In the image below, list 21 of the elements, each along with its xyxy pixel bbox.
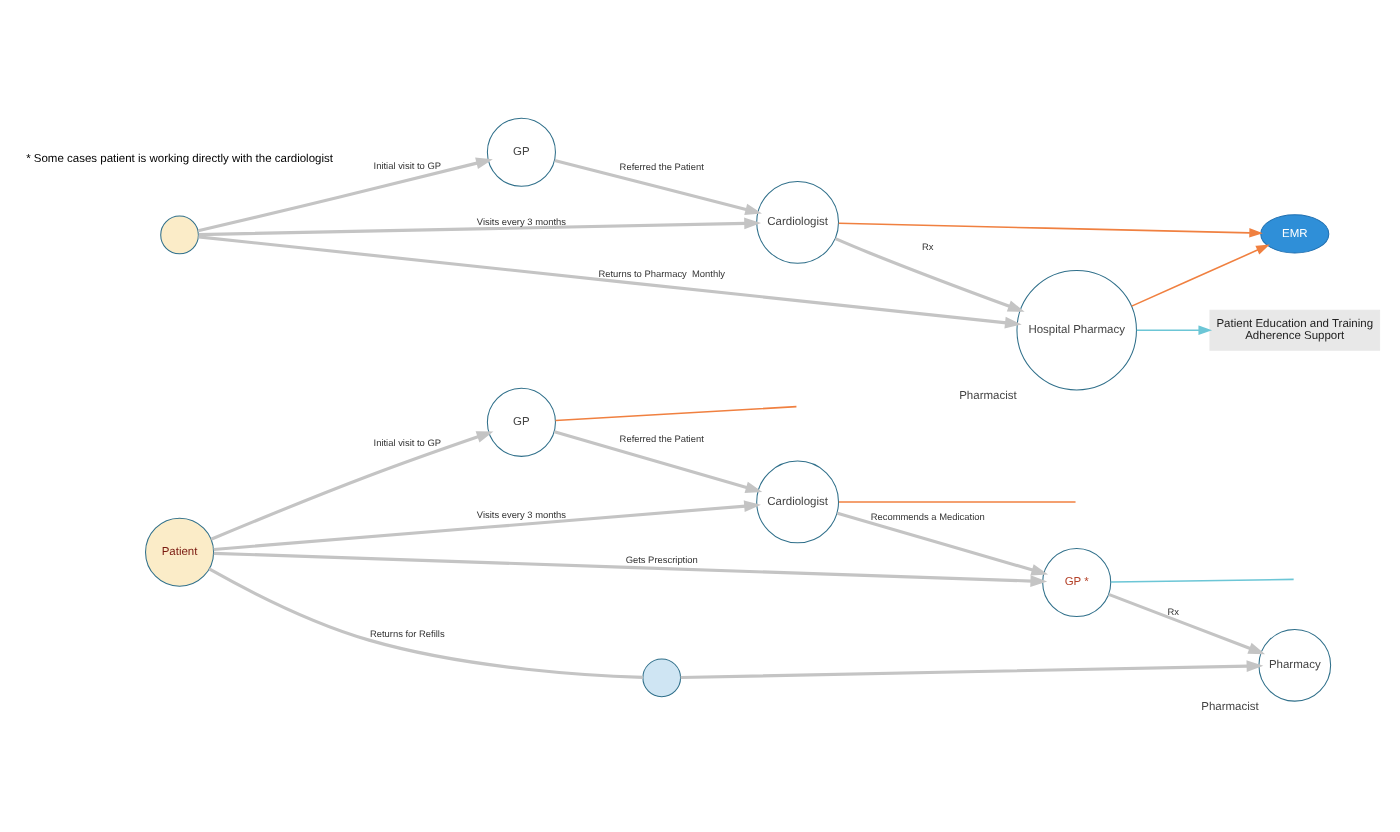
arrow — [210, 431, 494, 541]
connector — [1110, 578, 1295, 583]
node-circle — [642, 658, 682, 698]
arrow — [834, 237, 1025, 312]
connector — [554, 405, 798, 422]
arrow — [197, 157, 493, 233]
arrow — [837, 222, 1263, 238]
arrow — [198, 217, 761, 237]
arrow — [1108, 592, 1266, 655]
arrow — [837, 511, 1049, 576]
arrow — [1136, 325, 1213, 335]
arrow — [198, 235, 1022, 329]
node-circle — [160, 215, 199, 255]
arrow — [680, 660, 1264, 680]
arrow — [554, 430, 763, 493]
arrow — [213, 500, 761, 552]
connector — [208, 567, 643, 679]
arrow — [213, 551, 1048, 587]
arrow — [554, 158, 762, 216]
arrow — [1130, 244, 1270, 307]
connector — [838, 501, 1077, 503]
